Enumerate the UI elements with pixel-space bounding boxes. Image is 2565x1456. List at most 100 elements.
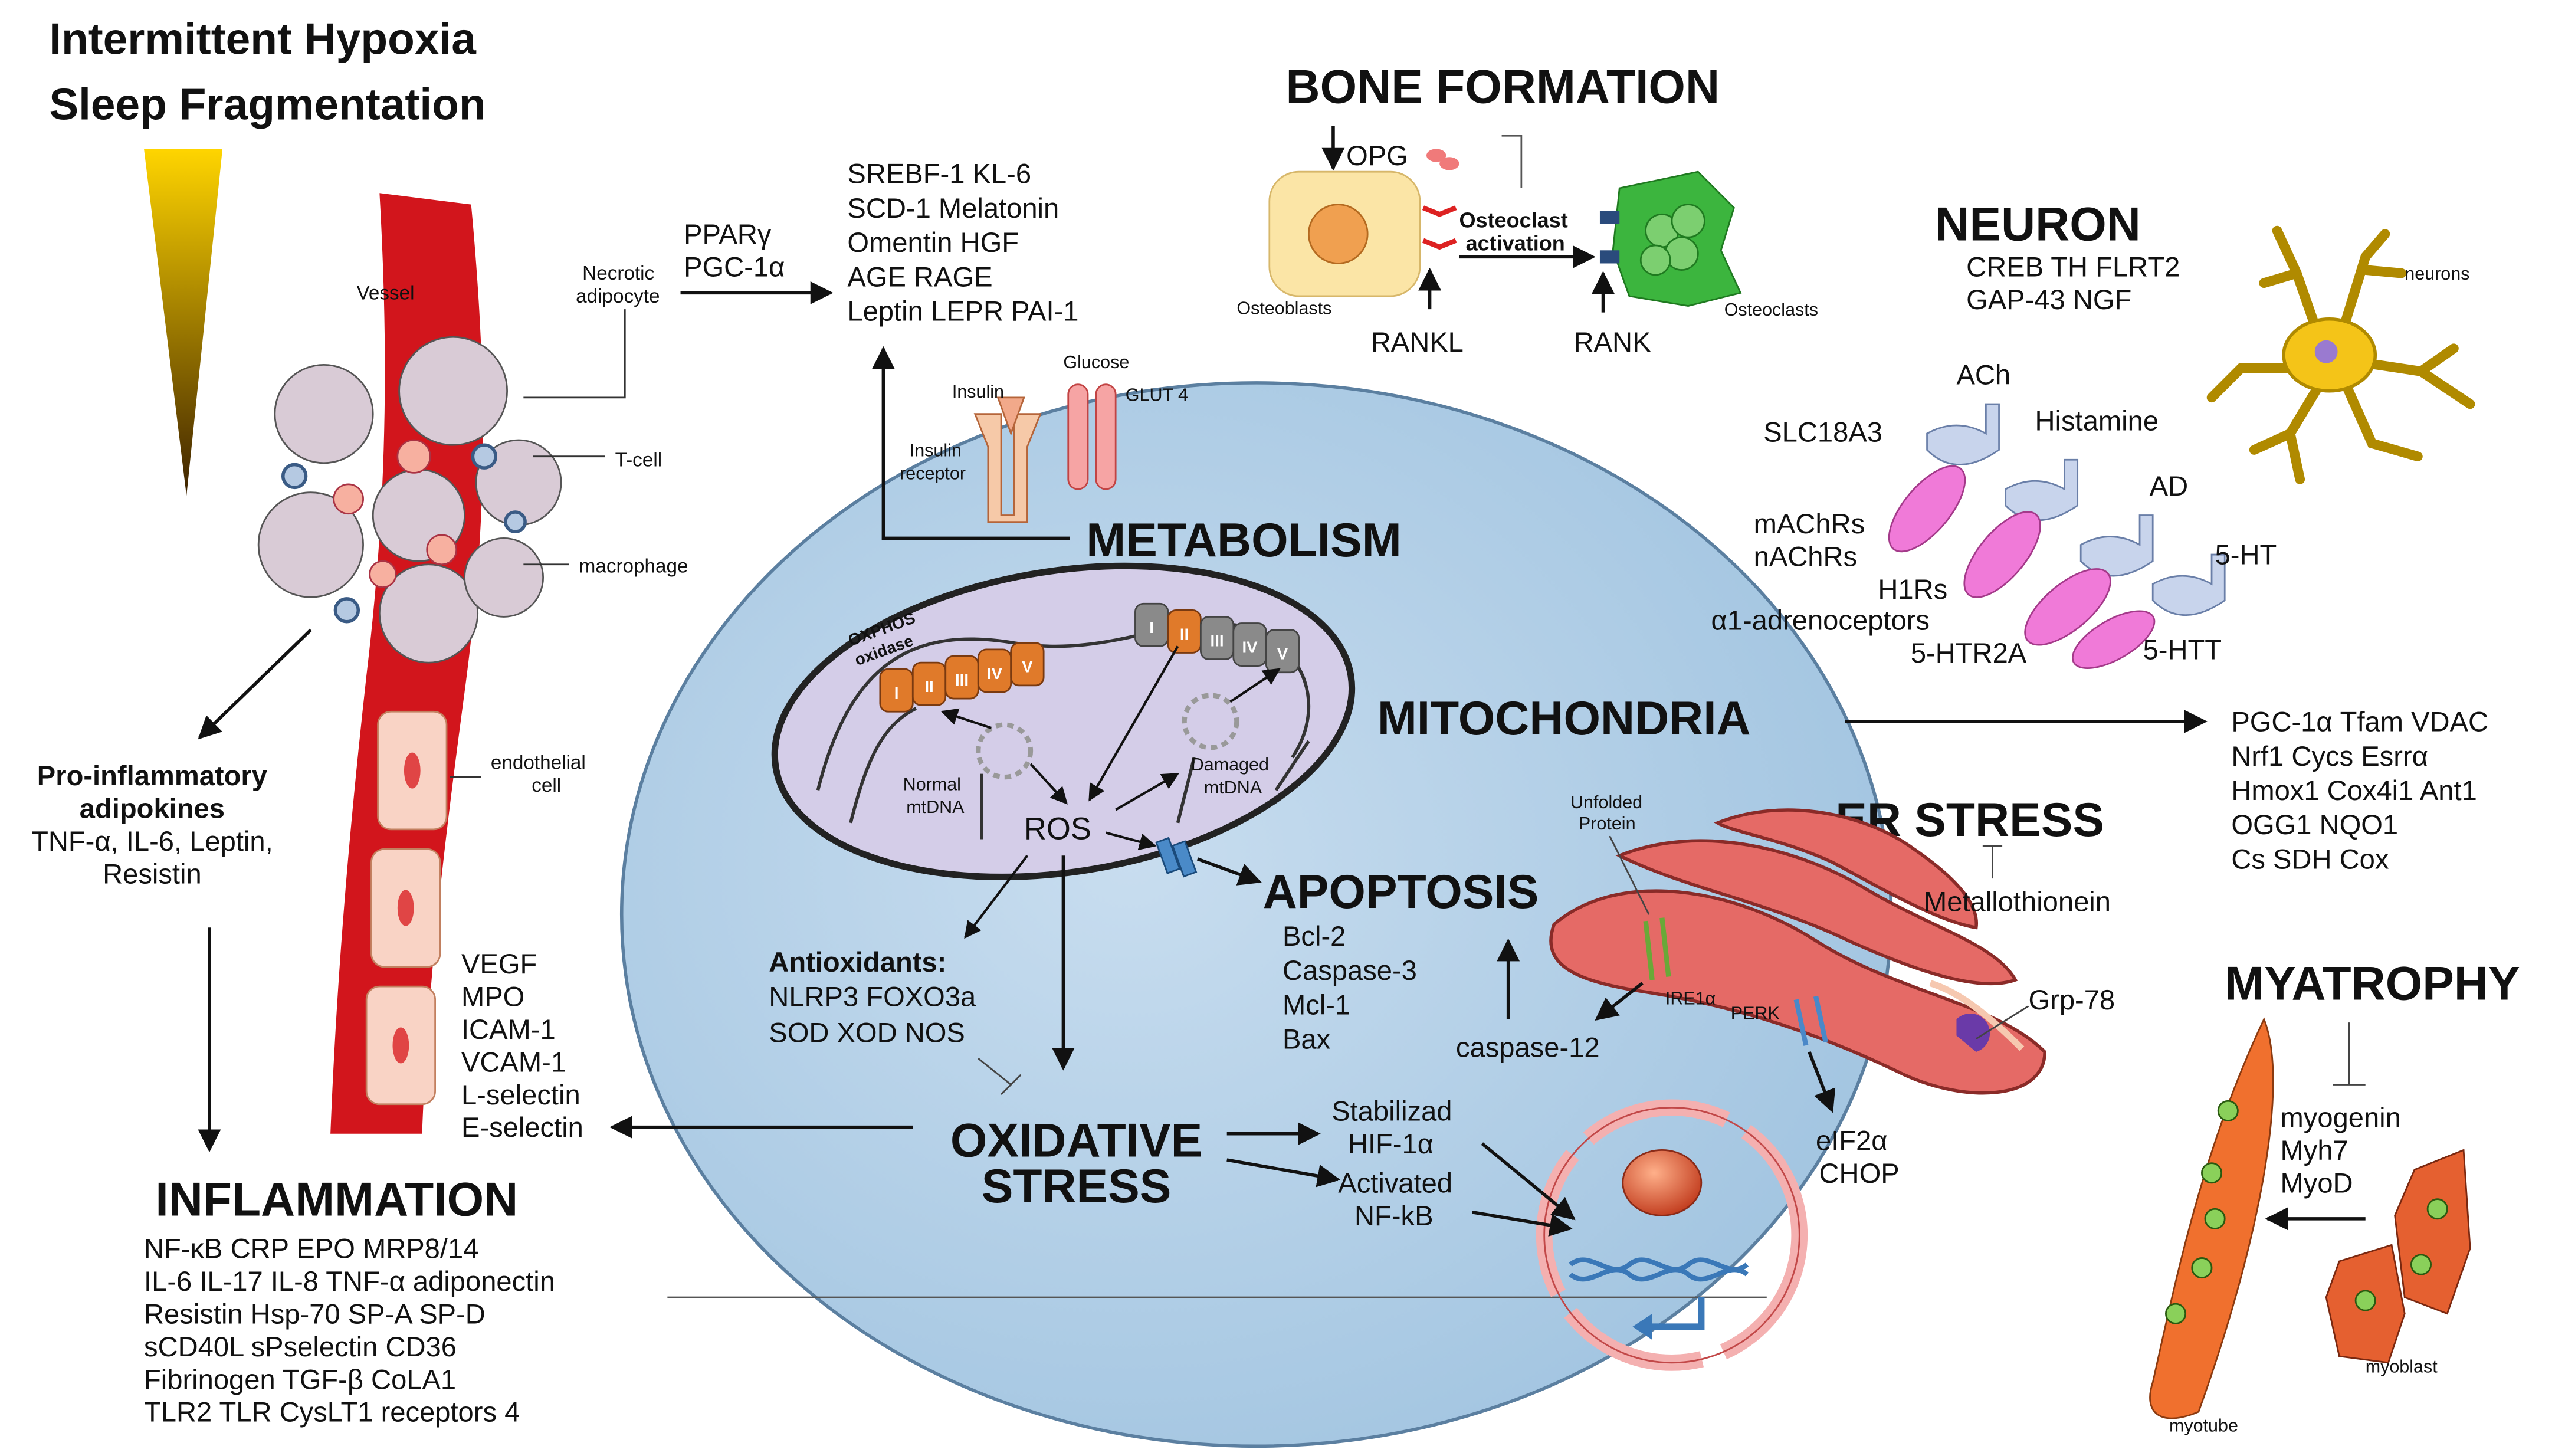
ire1a-label: IRE1α (1665, 989, 1716, 1009)
adipokines-line4: Resistin (103, 858, 202, 889)
inflammation-markers: NF-κB CRP EPO MRP8/14 IL-6 IL-17 IL-8 TN… (144, 1232, 555, 1427)
ire1a-receptor (1643, 917, 1671, 980)
vessel-label: Vessel (357, 282, 415, 304)
perk-receptor (1793, 995, 1828, 1046)
endothelial-cells (365, 710, 448, 1106)
macrophage-label: macrophage (579, 556, 688, 578)
glut4-transporter (1067, 383, 1117, 490)
hif-line2: HIF-1α (1348, 1128, 1434, 1159)
apoptosis-marker: Mcl-1 (1282, 989, 1350, 1020)
ad-label: AD (2150, 470, 2188, 501)
glut4-label: GLUT 4 (1126, 385, 1188, 405)
antioxidants-line1: NLRP3 FOXO3a (769, 980, 976, 1012)
unfolded-protein-line1: Unfolded (1570, 792, 1642, 812)
damaged-mtdna-line1: Damaged (1191, 755, 1269, 775)
neurons-label: neurons (2405, 264, 2469, 284)
ppar-line2: PGC-1α (684, 251, 785, 283)
tcell-label: T-cell (615, 449, 662, 471)
myotube-label: myotube (2169, 1415, 2238, 1435)
inflammation-marker: IL-6 IL-17 IL-8 TNF-α adiponectin (144, 1265, 555, 1297)
rank-label: RANK (1574, 326, 1651, 358)
apoptosis-markers: Bcl-2 Caspase-3 Mcl-1 Bax (1282, 920, 1417, 1055)
metabolism-marker: AGE RAGE (847, 261, 992, 292)
h1rs-label: H1Rs (1878, 573, 1947, 605)
mitochondria-markers: PGC-1α Tfam VDAC Nrf1 Cycs Esrrα Hmox1 C… (2231, 706, 2488, 875)
unfolded-protein-line2: Protein (1579, 814, 1636, 834)
oxphos-complexes-damaged: I II III IV V (1134, 602, 1300, 674)
neuron-illustration (2206, 225, 2475, 484)
antioxidants-title: Antioxidants: (769, 946, 946, 978)
mitochondria-marker: OGG1 NQO1 (2231, 809, 2398, 840)
osteoblasts-label: Osteoblasts (1236, 298, 1331, 318)
insulin-label: Insulin (952, 382, 1004, 402)
neuron-markers-line1: CREB TH FLRT2 (1966, 251, 2180, 283)
ppar-line1: PPARγ (684, 218, 772, 250)
rankl-receptor (1422, 205, 1457, 250)
alpha1-label: α1-adrenoceptors (1711, 605, 1930, 636)
5ht-label: 5-HT (2215, 539, 2277, 570)
complex-label: II (924, 677, 933, 696)
membrane-receptors (1888, 465, 2156, 669)
endothelial-marker: MPO (461, 980, 524, 1012)
membrane-channel (1155, 837, 1198, 878)
myoblast-illustration (2325, 1149, 2471, 1364)
adipokines-line1: Pro-inflammatory (37, 760, 267, 791)
complex-label: IV (987, 664, 1003, 683)
complex-label: I (894, 684, 899, 702)
apoptosis-marker: Bax (1282, 1024, 1331, 1055)
metallothionein-label: Metallothionein (1924, 886, 2111, 917)
metabolism-title: METABOLISM (1086, 514, 1402, 567)
adipokines-line3: TNF-α, IL-6, Leptin, (31, 825, 273, 857)
endothelial-label-line2: cell (532, 775, 561, 796)
nfkb-line2: NF-kB (1354, 1200, 1434, 1231)
inflammation-marker: Resistin Hsp-70 SP-A SP-D (144, 1298, 486, 1329)
mitochondria-marker: Cs SDH Cox (2231, 843, 2389, 874)
neuron-title: NEURON (1935, 198, 2140, 251)
necrotic-label-line2: adipocyte (576, 286, 660, 307)
nachrs-label: nAChRs (1754, 540, 1857, 572)
mitochondria-marker: Nrf1 Cycs Esrrα (2231, 740, 2428, 772)
header-title-line2: Sleep Fragmentation (49, 79, 486, 129)
complex-label: I (1149, 618, 1154, 637)
glucose-label: Glucose (1063, 352, 1129, 372)
metabolism-marker: Leptin LEPR PAI-1 (847, 296, 1078, 327)
endothelial-markers: VEGF MPO ICAM-1 VCAM-1 L-selectin E-sele… (461, 948, 583, 1143)
mitochondria-marker: PGC-1α Tfam VDAC (2231, 706, 2488, 737)
caspase12-label: caspase-12 (1456, 1031, 1600, 1063)
antioxidants-line2: SOD XOD NOS (769, 1016, 965, 1048)
bone-title: BONE FORMATION (1286, 61, 1720, 114)
endothelial-marker: VCAM-1 (461, 1046, 566, 1077)
apoptosis-marker: Bcl-2 (1282, 920, 1346, 952)
header-title-line1: Intermittent Hypoxia (49, 14, 477, 64)
adipocyte-cluster (257, 336, 562, 664)
myatrophy-marker: MyoD (2281, 1168, 2353, 1199)
neurotransmitter-vesicles (1926, 403, 2226, 616)
myatrophy-marker: Myh7 (2281, 1134, 2348, 1166)
inflammation-title: INFLAMMATION (155, 1173, 518, 1226)
endoplasmic-reticulum (1549, 808, 2046, 1095)
apoptosis-title: APOPTOSIS (1263, 865, 1539, 919)
5htt-label: 5-HTT (2143, 634, 2222, 665)
myotube-illustration (2149, 1017, 2274, 1419)
complex-label: III (1211, 631, 1224, 650)
myatrophy-title: MYATROPHY (2225, 957, 2520, 1010)
endothelial-label-line1: endothelial (491, 752, 586, 773)
opg-label: OPG (1346, 140, 1408, 171)
normal-mtdna-line2: mtDNA (906, 797, 965, 817)
nfkb-line1: Activated (1338, 1168, 1452, 1199)
normal-mtdna-line1: Normal (903, 774, 961, 794)
grp78-label: Grp-78 (2028, 984, 2115, 1015)
osteoclasts-label: Osteoclasts (1724, 300, 1818, 320)
myatrophy-marker: myogenin (2281, 1102, 2401, 1133)
endothelial-marker: VEGF (461, 948, 537, 979)
inflammation-marker: TLR2 TLR CysLT1 receptors 4 (144, 1396, 520, 1428)
damaged-mtdna-line2: mtDNA (1204, 778, 1262, 798)
neuron-markers-line2: GAP-43 NGF (1966, 284, 2131, 315)
apoptosis-marker: Caspase-3 (1282, 955, 1417, 986)
endothelial-marker: E-selectin (461, 1111, 583, 1143)
metabolism-marker: SREBF-1 KL-6 (847, 158, 1031, 189)
mitochondria-title: MITOCHONDRIA (1377, 692, 1751, 745)
perk-label: PERK (1731, 1004, 1780, 1024)
complex-label: V (1277, 645, 1288, 663)
inflammation-marker: Fibrinogen TGF-β CoLA1 (144, 1363, 456, 1395)
